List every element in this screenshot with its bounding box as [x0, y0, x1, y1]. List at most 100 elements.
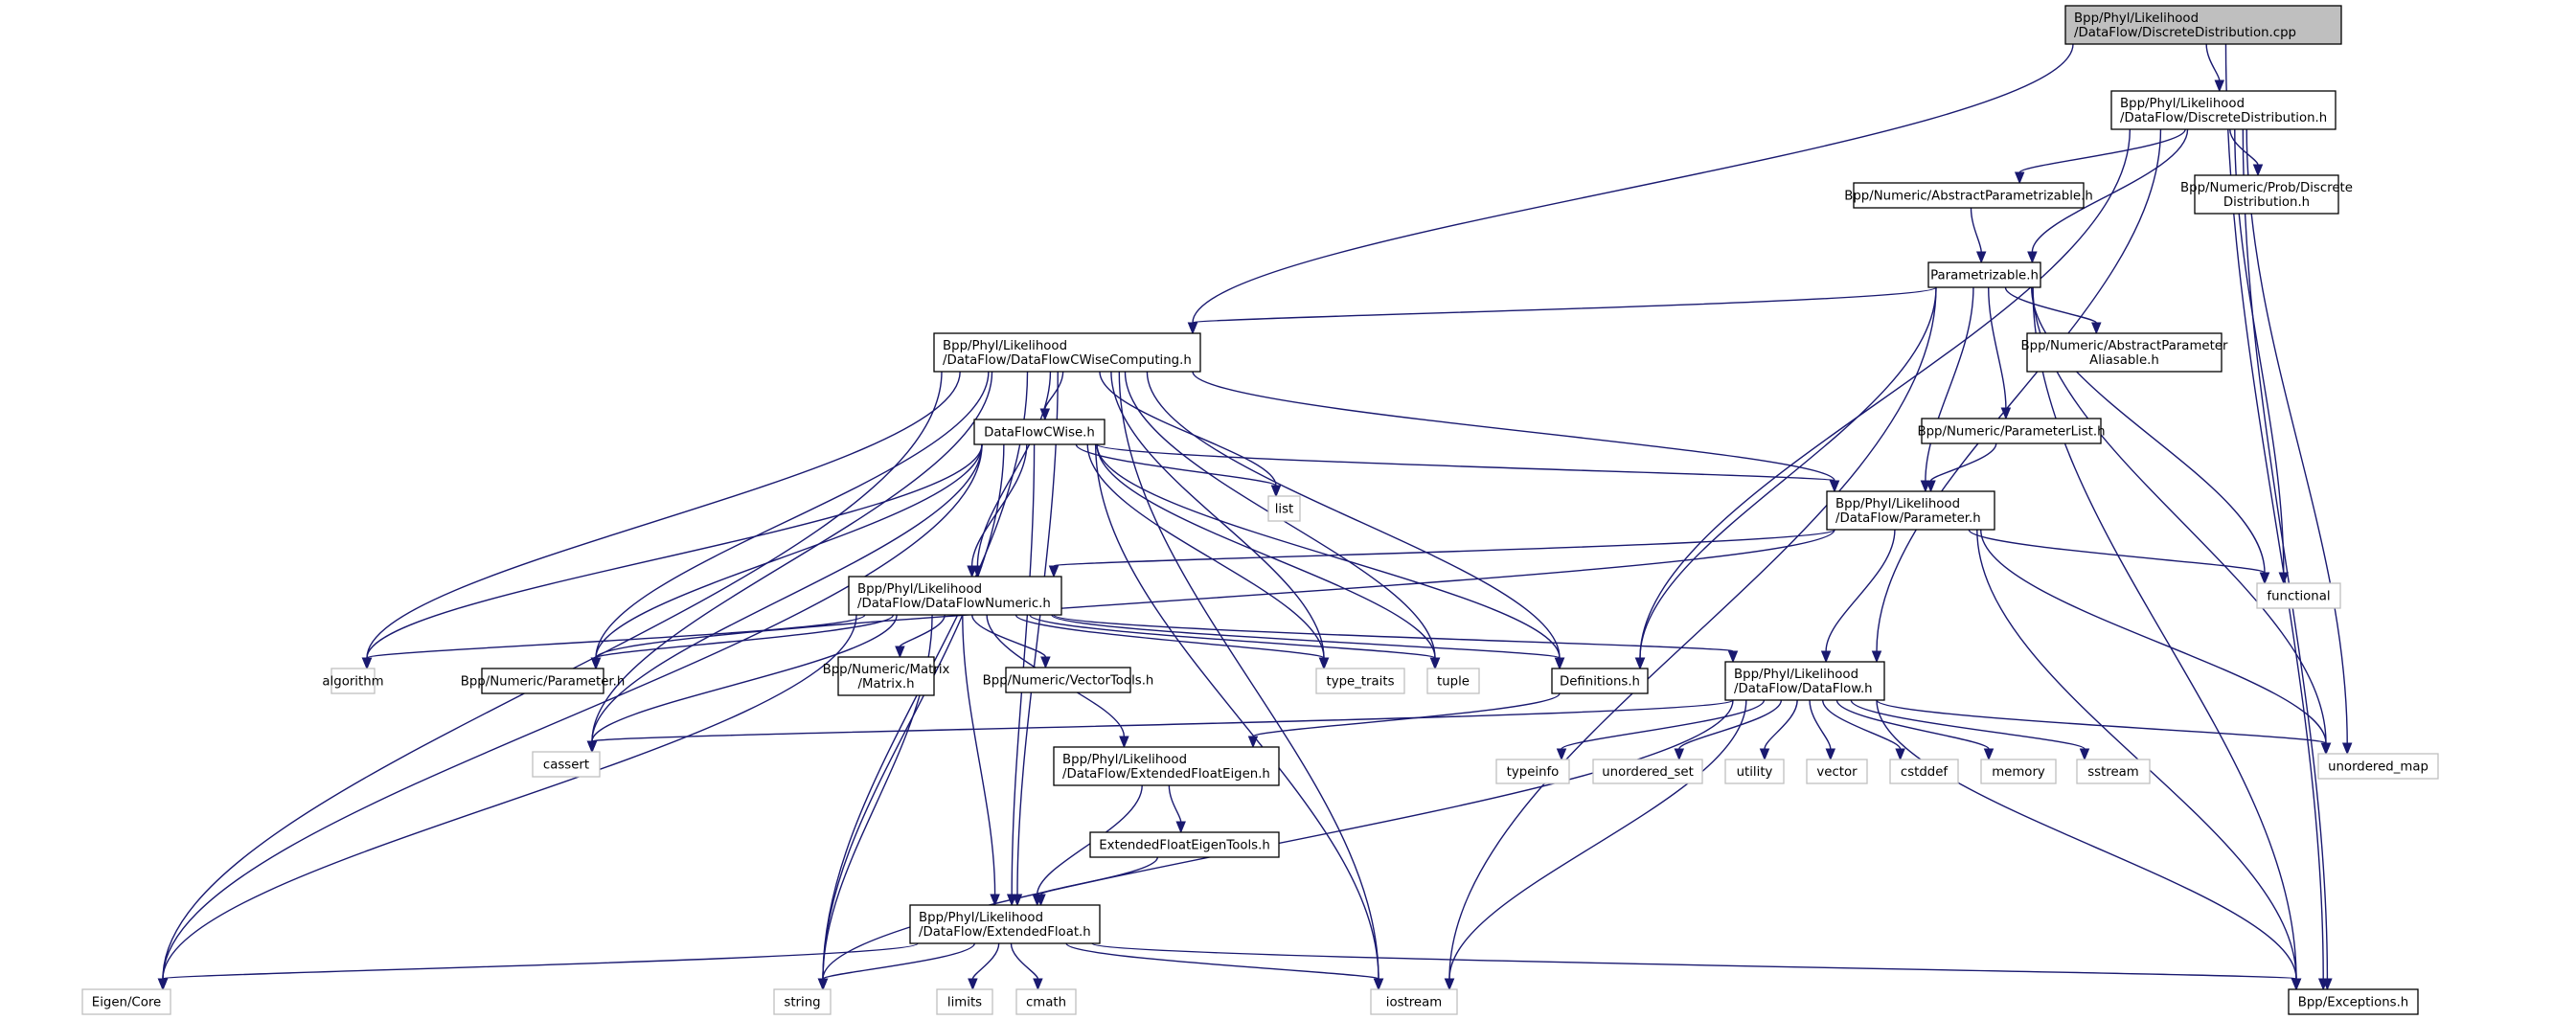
node-label: memory — [1992, 765, 2045, 780]
node-label: Eigen/Core — [92, 996, 161, 1010]
node-label: DataFlowCWise.h — [984, 426, 1095, 441]
dependency-edge — [2245, 128, 2353, 756]
node-label: /Matrix.h — [858, 677, 915, 691]
dependency-edge — [1634, 128, 2131, 670]
arrowhead-icon — [1926, 480, 1936, 493]
node-num-param[interactable]: Bpp/Numeric/Parameter.h — [461, 668, 626, 694]
edge-line — [591, 443, 983, 742]
node-definitions[interactable]: Definitions.h — [1551, 668, 1649, 694]
edge-line — [1065, 942, 1379, 980]
dependency-edge — [1759, 699, 1798, 761]
node-cwise[interactable]: DataFlowCWise.h — [973, 419, 1106, 445]
node-ext-eigen[interactable]: Bpp/Phyl/Likelihood/DataFlow/ExtendedFlo… — [1053, 746, 1280, 786]
node-prob-dd[interactable]: Bpp/Numeric/Prob/DiscreteDistribution.h — [2180, 174, 2353, 215]
arrowhead-icon — [2027, 251, 2038, 264]
node-cassert: cassert — [532, 751, 601, 778]
node-ext-float[interactable]: Bpp/Phyl/Likelihood/DataFlow/ExtendedFlo… — [909, 904, 1101, 944]
node-iostream: iostream — [1370, 988, 1458, 1015]
arrowhead-icon — [1175, 821, 1186, 834]
node-label: /DataFlow/ExtendedFloatEigen.h — [1062, 767, 1270, 782]
edge-line — [1051, 614, 1561, 659]
node-label: limits — [947, 996, 982, 1010]
arrowhead-icon — [1187, 322, 1198, 335]
node-box — [1921, 418, 2102, 444]
node-box — [81, 988, 171, 1015]
edge-line — [1876, 699, 2297, 980]
edge-line — [1016, 371, 1059, 895]
node-abs-param[interactable]: Bpp/Numeric/AbstractParametrizable.h — [1844, 182, 2093, 209]
node-box — [1005, 667, 1131, 693]
node-box — [973, 419, 1106, 445]
arrowhead-icon — [990, 894, 1000, 907]
dependency-edge — [1012, 371, 1059, 907]
dependency-edge — [1444, 699, 1747, 991]
edge-line — [1086, 443, 1325, 659]
node-label: vector — [1816, 765, 1858, 780]
node-dd-h[interactable]: Bpp/Phyl/Likelihood/DataFlow/DiscreteDis… — [2110, 90, 2337, 130]
node-df-numeric[interactable]: Bpp/Phyl/Likelihood/DataFlow/DataFlowNum… — [848, 576, 1062, 616]
node-ext-eigen-tools[interactable]: ExtendedFloatEigenTools.h — [1089, 831, 1280, 858]
arrowhead-icon — [1119, 736, 1129, 749]
dependency-edge — [1094, 443, 1384, 991]
edge-line — [366, 614, 866, 659]
dependency-edge — [1051, 614, 1565, 670]
node-label: /DataFlow/DataFlowCWiseComputing.h — [943, 353, 1192, 368]
node-parametrizable[interactable]: Parametrizable.h — [1927, 261, 2041, 288]
node-box — [1315, 668, 1405, 694]
arrowhead-icon — [1634, 657, 1646, 670]
edge-line — [1146, 371, 1561, 659]
edge-line — [1014, 614, 1325, 659]
node-label: algorithm — [322, 675, 383, 690]
edge-line — [1192, 286, 1937, 324]
edge-line — [1835, 699, 1990, 750]
dependency-edge — [157, 443, 983, 991]
edge-line — [1099, 371, 1277, 487]
node-memory: memory — [1980, 759, 2057, 784]
edge-line — [2229, 128, 2259, 166]
node-tuple: tuple — [1426, 668, 1480, 694]
dependency-edge — [1048, 529, 1835, 578]
node-label: cassert — [543, 759, 589, 773]
arrowhead-icon — [968, 978, 978, 991]
edge-line — [1039, 856, 1159, 895]
node-box — [331, 668, 376, 694]
dependency-edge — [2014, 128, 2186, 185]
node-exceptions[interactable]: Bpp/Exceptions.h — [2288, 988, 2419, 1015]
arrowhead-icon — [1373, 978, 1384, 991]
node-vectortools[interactable]: Bpp/Numeric/VectorTools.h — [983, 667, 1154, 693]
arrowhead-icon — [2341, 742, 2353, 756]
edge-line — [1091, 942, 2297, 980]
edge-line — [1561, 699, 1766, 750]
node-df-param[interactable]: Bpp/Phyl/Likelihood/DataFlow/Parameter.h — [1826, 490, 1995, 531]
node-label: Aliasable.h — [2089, 353, 2159, 368]
node-utility: utility — [1724, 759, 1785, 784]
arrowhead-icon — [1674, 748, 1685, 761]
node-box — [1426, 668, 1480, 694]
dependency-edge — [1014, 614, 1330, 670]
arrowhead-icon — [586, 740, 598, 754]
node-matrix[interactable]: Bpp/Numeric/Matrix/Matrix.h — [823, 656, 950, 696]
arrowhead-icon — [1318, 657, 1330, 670]
node-label: Bpp/Numeric/VectorTools.h — [983, 674, 1154, 689]
arrowhead-icon — [895, 646, 905, 659]
arrowhead-icon — [2320, 742, 2332, 756]
node-root[interactable]: Bpp/Phyl/Likelihood/DataFlow/DiscreteDis… — [2064, 5, 2342, 45]
node-cwise-comp[interactable]: Bpp/Phyl/Likelihood/DataFlow/DataFlowCWi… — [933, 332, 1201, 373]
arrowhead-icon — [2079, 748, 2090, 761]
arrowhead-icon — [361, 657, 373, 670]
node-param-list[interactable]: Bpp/Numeric/ParameterList.h — [1917, 418, 2106, 444]
node-box — [1015, 988, 1077, 1015]
arrowhead-icon — [817, 978, 829, 991]
edge-line — [1925, 286, 1974, 482]
node-label: Bpp/Numeric/AbstractParameter — [2021, 339, 2228, 353]
dependency-edge — [2242, 128, 2333, 991]
node-dataflow[interactable]: Bpp/Phyl/Likelihood/DataFlow/DataFlow.h — [1724, 661, 1885, 701]
arrowhead-icon — [1983, 748, 1995, 761]
node-label: list — [1275, 503, 1294, 517]
dependency-edge — [1674, 699, 1783, 761]
edge-line — [1096, 443, 1835, 482]
edge-line — [1252, 692, 1561, 737]
dependency-edge — [1980, 529, 2332, 756]
arrowhead-icon — [2278, 572, 2290, 585]
